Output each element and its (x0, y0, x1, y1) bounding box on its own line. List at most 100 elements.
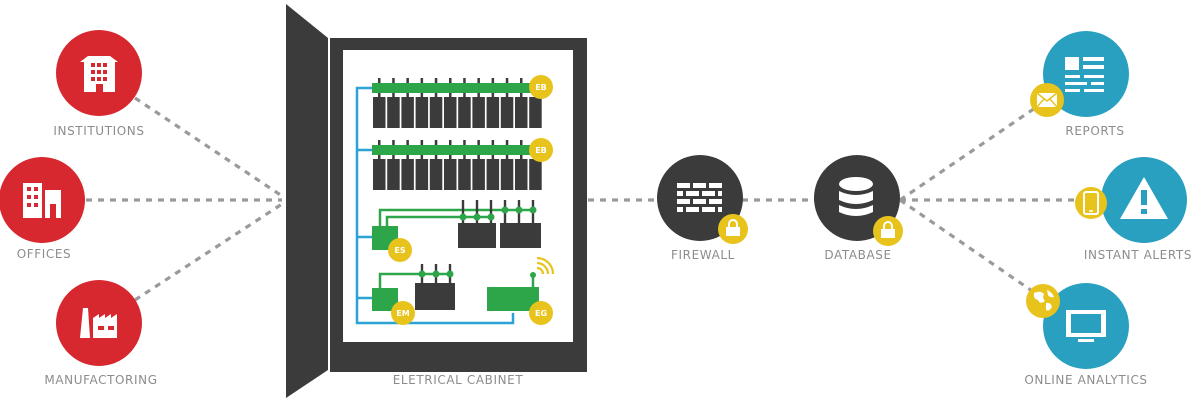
database-lock-badge (873, 216, 903, 246)
svg-text:ES: ES (394, 246, 405, 255)
badge-bus-2: EB (529, 138, 553, 162)
pin-node (515, 206, 523, 214)
alerts-phone-badge (1075, 187, 1107, 219)
bus-bar (372, 83, 538, 93)
database-node[interactable]: DATABASE (814, 155, 903, 262)
breaker (472, 159, 485, 190)
breaker-pin (392, 154, 395, 160)
building-icon (80, 56, 118, 92)
breaker-pin (406, 92, 409, 98)
envelope-icon (1036, 92, 1058, 108)
sub-pins (459, 200, 537, 223)
sub-section (372, 200, 541, 250)
device-pin (489, 200, 493, 223)
firewall-node[interactable]: FIREWALL (657, 155, 748, 262)
breaker-pin (449, 140, 452, 148)
connectors (86, 96, 1075, 302)
badge-bus-1: EB (529, 75, 553, 99)
breaker-pin (477, 140, 480, 148)
breaker-pin (420, 140, 424, 148)
breaker (444, 97, 457, 128)
breaker-pin (463, 154, 466, 160)
factory-icon (80, 308, 117, 338)
device-pin (461, 200, 465, 223)
breaker (373, 159, 386, 190)
offices-circle (0, 157, 85, 243)
badge-sub: ES (388, 238, 412, 262)
breaker-pin (505, 140, 509, 148)
office-buildings-icon (23, 183, 61, 218)
output-instant-alerts[interactable]: INSTANT ALERTS (1075, 157, 1192, 262)
breaker-pin (520, 92, 523, 98)
breaker (515, 97, 528, 128)
pin-node (529, 206, 537, 214)
svg-text:EB: EB (535, 83, 547, 92)
alerts-label: INSTANT ALERTS (1084, 248, 1192, 262)
lock-icon (881, 221, 895, 238)
badge-gateway: EG (529, 301, 553, 325)
breaker-pin (392, 92, 395, 98)
breaker (401, 159, 414, 190)
connector-database-analytics (899, 198, 1036, 295)
breaker-pin (434, 140, 438, 148)
breaker-pin (420, 78, 424, 86)
electrical-cabinet[interactable]: EB EB ES EM EG ELETRICAL CABINET (286, 4, 587, 398)
breaker-pin (420, 92, 424, 98)
source-offices[interactable]: OFFICES (0, 157, 85, 261)
breaker-pin (378, 78, 381, 86)
breaker-pin (406, 78, 409, 86)
breaker-pin (520, 154, 523, 160)
breaker-pin (477, 92, 480, 98)
breaker-pin (392, 140, 395, 148)
monitor-icon (1066, 310, 1106, 342)
breaker (486, 97, 500, 128)
breaker-pin (520, 78, 523, 86)
breaker-pin (463, 78, 466, 86)
breaker-pin (378, 154, 381, 160)
breaker (415, 159, 429, 190)
breaker-pin (463, 140, 466, 148)
breaker (429, 159, 443, 190)
breaker-pin (505, 78, 509, 86)
breaker-pin (520, 140, 523, 148)
offices-label: OFFICES (17, 247, 72, 261)
breaker-pin (406, 154, 409, 160)
breaker-pin (392, 78, 395, 86)
globe-icon (1033, 290, 1054, 311)
warning-triangle-icon (1120, 177, 1168, 219)
breaker (373, 97, 386, 128)
breaker-pin (505, 92, 509, 98)
pin-node (487, 213, 495, 221)
analytics-globe-badge (1026, 284, 1060, 318)
breaker (500, 159, 514, 190)
breaker-pin (406, 140, 409, 148)
breaker (429, 97, 443, 128)
source-institutions[interactable]: INSTITUTIONS (53, 30, 144, 138)
bus-bar (372, 145, 538, 155)
output-online-analytics[interactable]: ONLINE ANALYTICS (1024, 283, 1147, 387)
breaker-pin (491, 92, 495, 98)
source-manufacturing[interactable]: MANUFACTORING (44, 280, 157, 387)
analytics-label: ONLINE ANALYTICS (1024, 373, 1147, 387)
breaker-pin (378, 92, 381, 98)
sub-device-1 (458, 223, 496, 248)
firewall-label: FIREWALL (671, 248, 735, 262)
pin-node (418, 270, 426, 278)
pin-node (473, 213, 481, 221)
breaker-pin (491, 140, 495, 148)
meter-device (415, 283, 455, 310)
reports-label: REPORTS (1065, 124, 1124, 138)
breaker (500, 97, 514, 128)
breaker-pin (463, 92, 466, 98)
breaker-pin (477, 78, 480, 86)
output-reports[interactable]: REPORTS (1030, 31, 1129, 138)
gateway-module (487, 287, 539, 311)
connector-manufacturing-cabinet (134, 202, 283, 302)
breaker (458, 159, 471, 190)
breaker (529, 159, 542, 190)
breaker-pin (449, 92, 452, 98)
breaker-pin (491, 78, 495, 86)
reports-envelope-badge (1030, 83, 1064, 117)
pin-node (459, 213, 467, 221)
connector-institutions-cabinet (134, 96, 283, 198)
